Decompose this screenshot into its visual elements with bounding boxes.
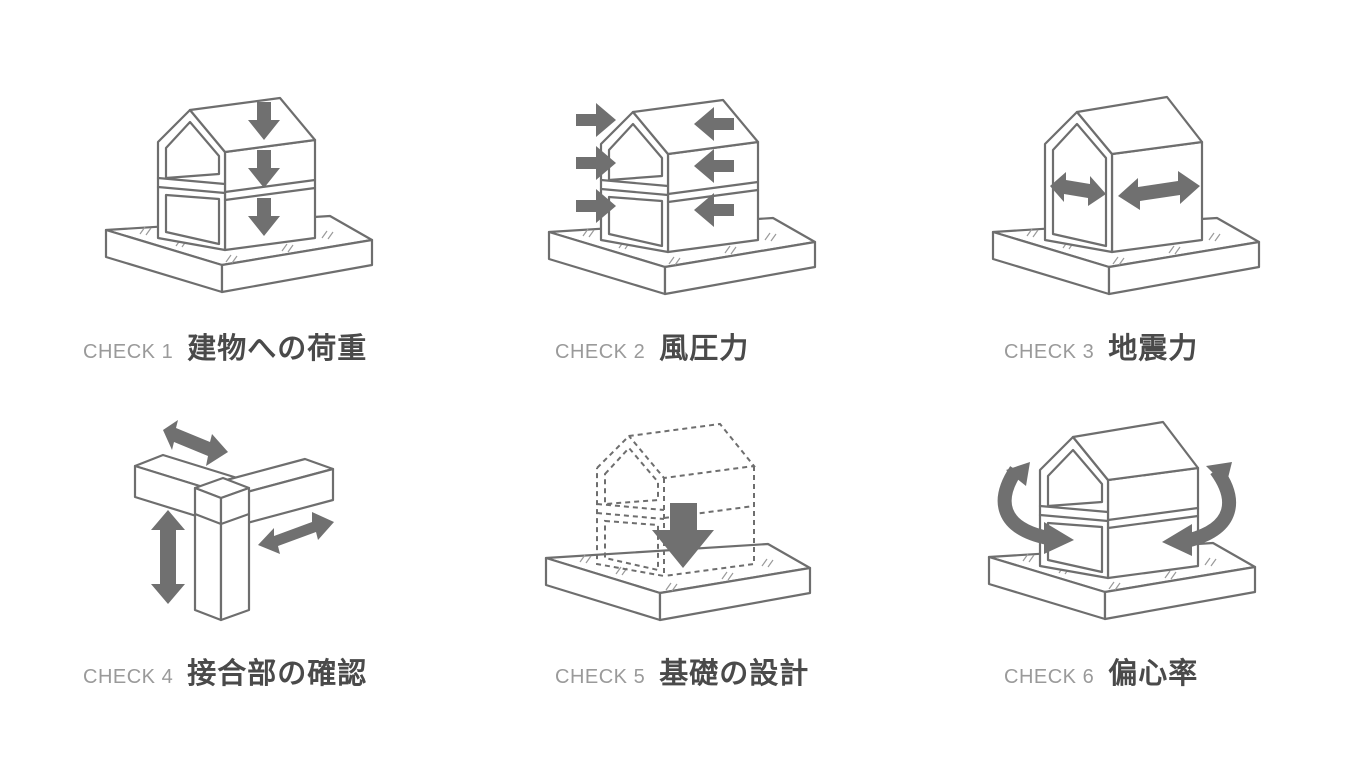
check-title: 風圧力 (659, 331, 750, 365)
check-3-card: CHECK 3 地震力 (990, 80, 1360, 420)
check-label: CHECK 5 (555, 666, 646, 688)
check-label: CHECK 4 (83, 666, 174, 688)
joint-check-icon (133, 420, 335, 622)
check-title: 地震力 (1108, 331, 1199, 365)
check-title: 建物への荷重 (187, 331, 368, 365)
check-5-card: CHECK 5 基礎の設計 (540, 405, 960, 745)
check-6-card: CHECK 6 偏心率 (987, 405, 1360, 745)
check-title: 偏心率 (1108, 656, 1199, 690)
seismic-force-icon (991, 95, 1261, 296)
check-label: CHECK 6 (1004, 666, 1095, 688)
wind-pressure-icon (547, 98, 817, 296)
check-4-card: CHECK 4 接合部の確認 (80, 405, 500, 745)
check-label: CHECK 2 (555, 341, 646, 363)
eccentricity-icon (987, 420, 1257, 621)
check-1-card: CHECK 1 建物への荷重 (80, 80, 500, 420)
check-2-card: CHECK 2 風圧力 (540, 80, 960, 420)
foundation-design-icon (544, 422, 812, 622)
vertical-load-icon (104, 96, 374, 294)
check-title: 接合部の確認 (187, 656, 368, 690)
check-title: 基礎の設計 (659, 656, 810, 690)
check-label: CHECK 3 (1004, 341, 1095, 363)
check-label: CHECK 1 (83, 341, 174, 363)
